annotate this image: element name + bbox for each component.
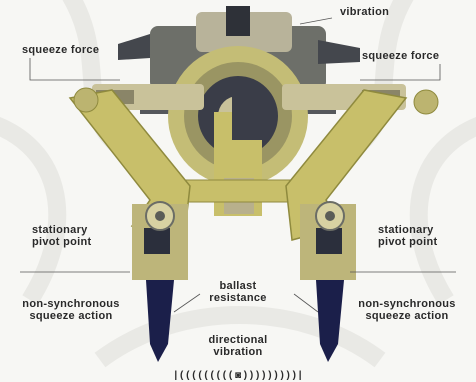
ballast-resistance-label: ballast resistance — [198, 280, 278, 304]
stationary-pivot-label-left: stationary pivot point — [32, 224, 92, 248]
squeeze-force-label-right: squeeze force — [362, 50, 439, 62]
directional-vibration-symbol: | ( ( ( ( ( ( ( ( ( ◙ ) ) ) ) ) ) ) ) ) … — [174, 370, 301, 381]
vibration-label: vibration — [340, 6, 389, 18]
squeeze-force-label-left: squeeze force — [22, 44, 99, 56]
tamping-tine-right — [316, 280, 344, 362]
directional-vibration-label: directional vibration — [190, 334, 286, 358]
stationary-pivot-label-right: stationary pivot point — [378, 224, 438, 248]
non-synchronous-label-left: non-synchronous squeeze action — [6, 298, 136, 322]
tamping-tine-left — [146, 280, 174, 362]
non-synchronous-label-right: non-synchronous squeeze action — [342, 298, 472, 322]
